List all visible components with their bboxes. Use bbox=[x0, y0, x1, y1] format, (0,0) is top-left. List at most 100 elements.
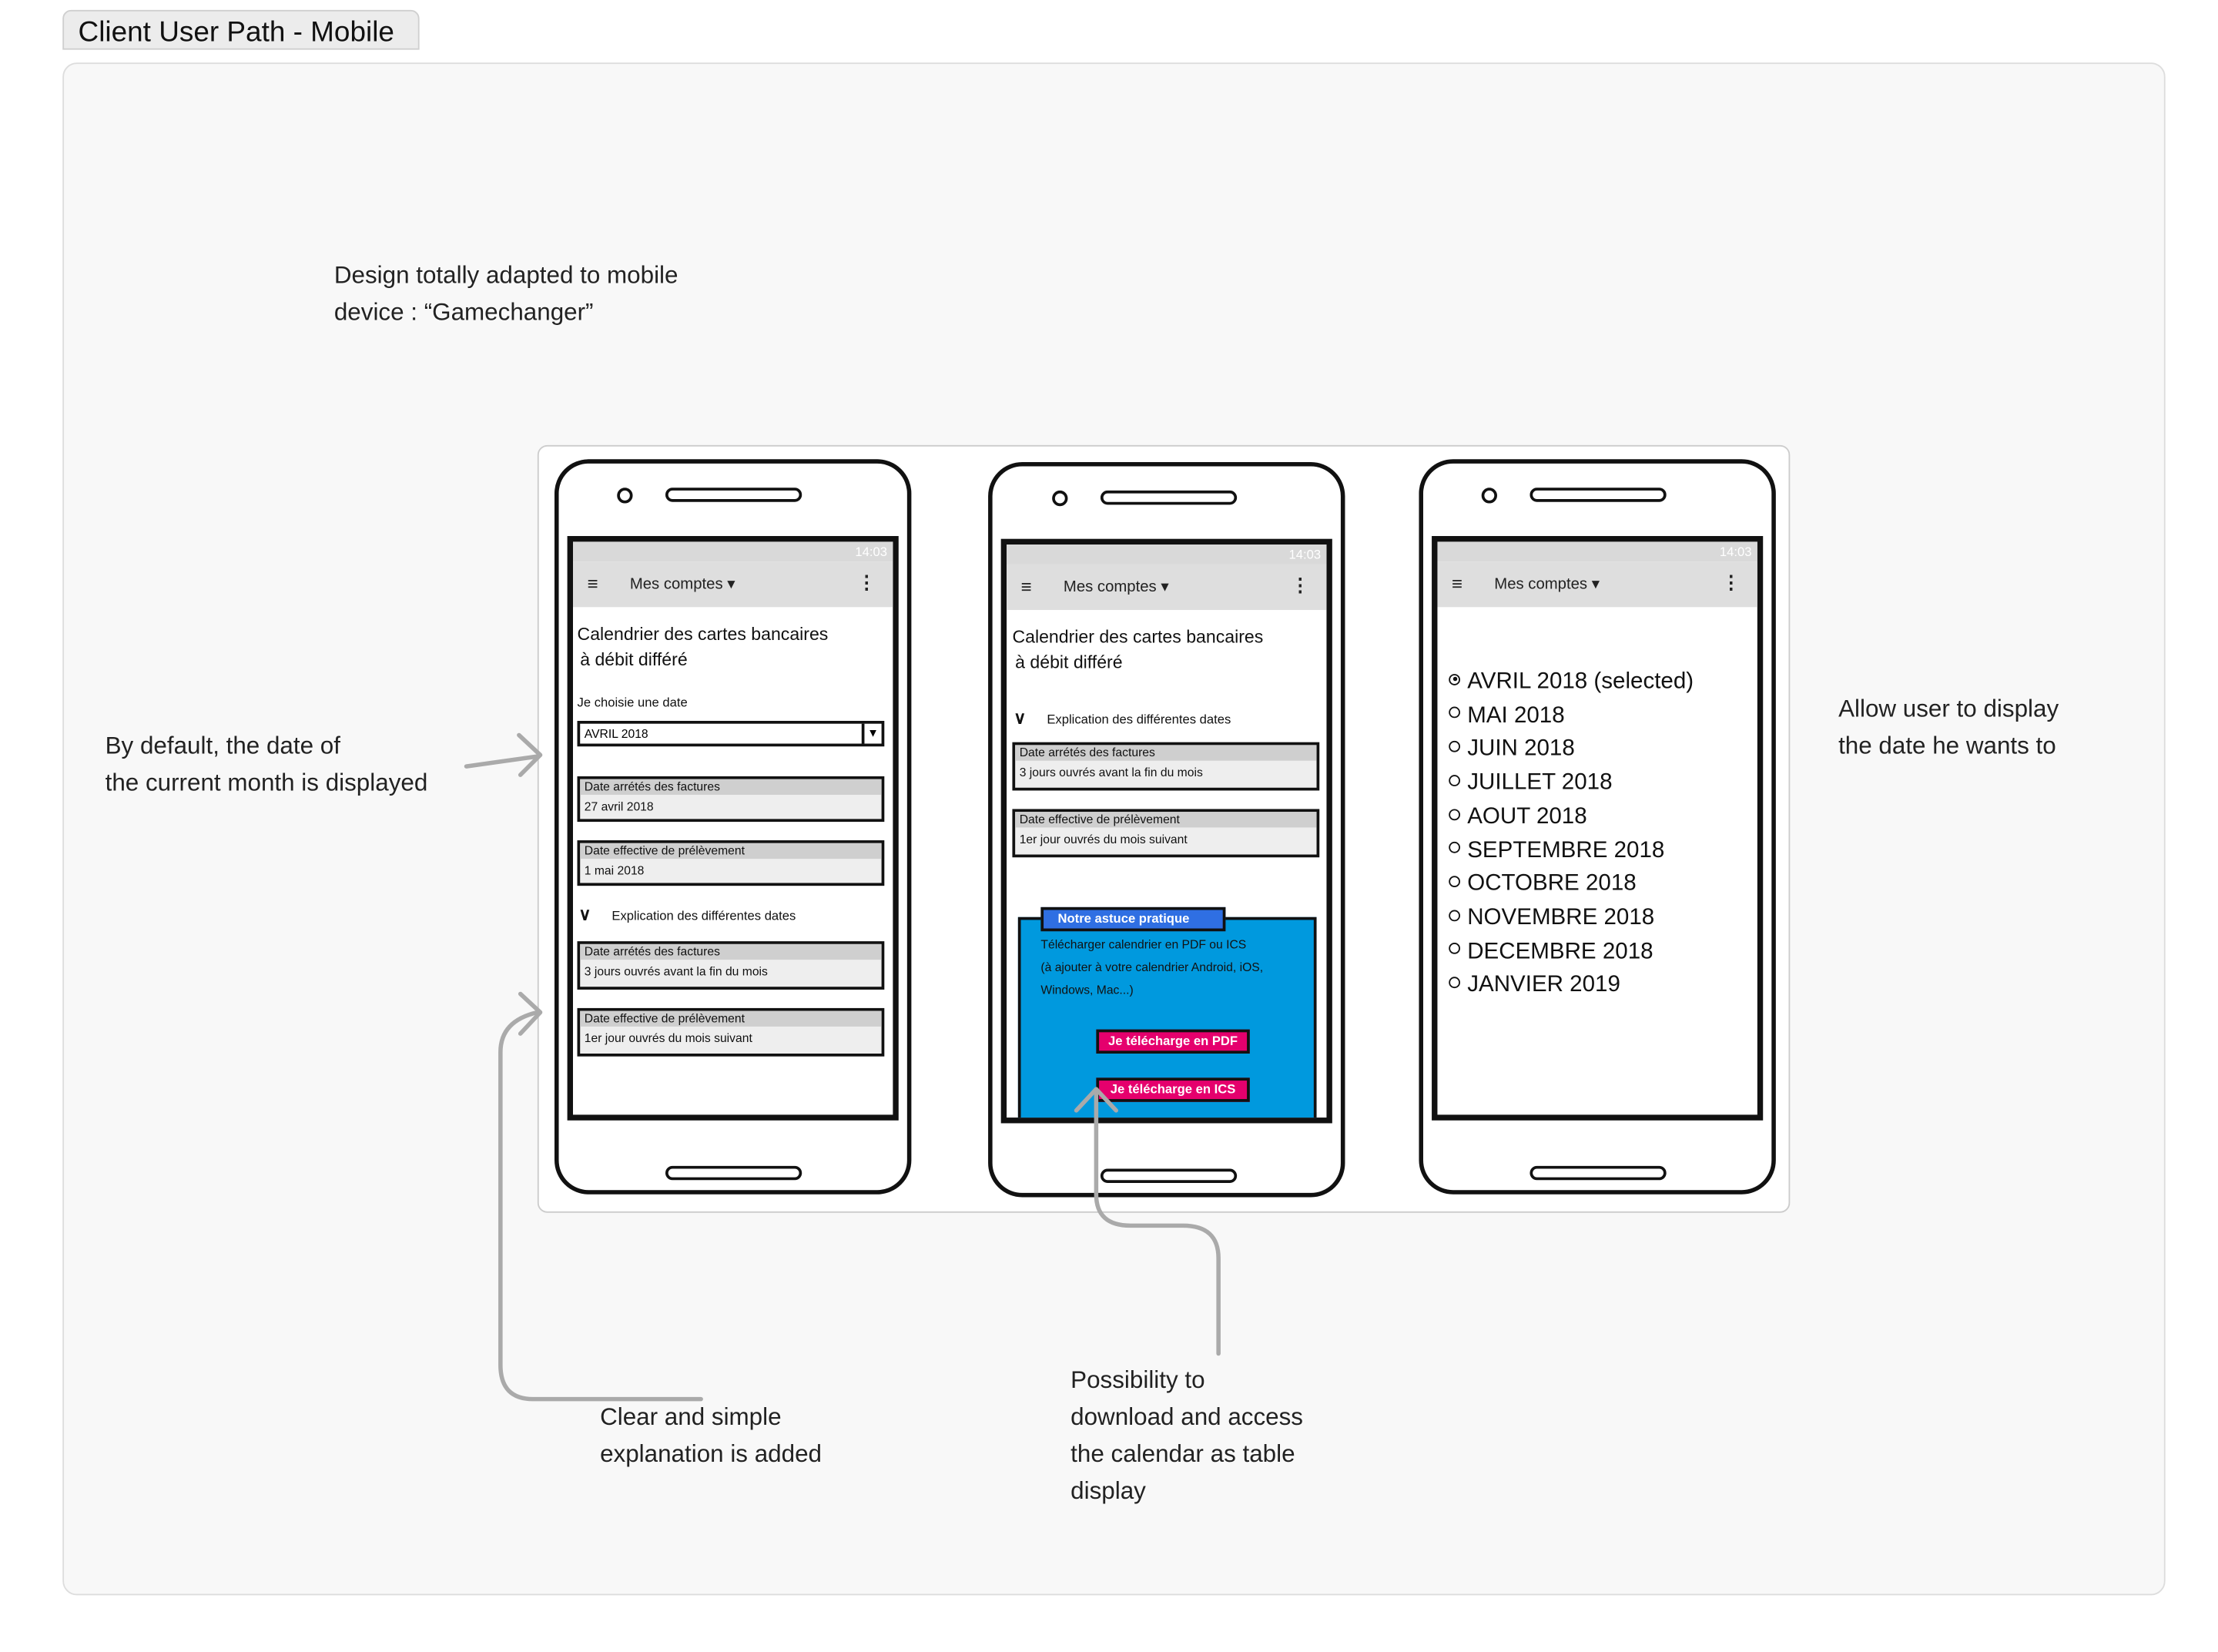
field-heading: Date effective de prélèvement bbox=[580, 1010, 882, 1027]
accounts-dropdown[interactable]: Mes comptes ▾ bbox=[1494, 575, 1600, 593]
accounts-dropdown[interactable]: Mes comptes ▾ bbox=[1063, 578, 1169, 596]
kebab-icon[interactable]: ⋮ bbox=[1721, 571, 1741, 593]
default-date-note: By default, the date of the current mont… bbox=[106, 728, 428, 802]
radio-icon[interactable] bbox=[1449, 977, 1460, 989]
note-line: the calendar as table bbox=[1070, 1440, 1295, 1468]
note-line: explanation is added bbox=[600, 1440, 823, 1468]
explanation-label: Explication des différentes dates bbox=[611, 908, 796, 923]
note-line: Allow user to display bbox=[1838, 695, 2059, 722]
date-select[interactable]: AVRIL 2018 ▼ bbox=[577, 720, 885, 747]
radio-icon[interactable] bbox=[1449, 909, 1460, 921]
explanation-invoice-field: Date arrétés des factures 3 jours ouvrés… bbox=[1012, 742, 1320, 791]
radio-icon[interactable] bbox=[1449, 707, 1460, 719]
explanation-label: Explication des différentes dates bbox=[1047, 712, 1231, 727]
month-label: DECEMBRE 2018 bbox=[1467, 939, 1653, 963]
month-label: JUIN 2018 bbox=[1467, 737, 1575, 762]
home-button-icon bbox=[665, 1165, 802, 1181]
camera-icon bbox=[1481, 488, 1497, 504]
arrow-head bbox=[517, 732, 543, 777]
month-option[interactable]: MAI 2018 bbox=[1449, 699, 1694, 733]
radio-icon[interactable] bbox=[1449, 741, 1460, 752]
radio-icon[interactable] bbox=[1449, 943, 1460, 955]
month-option[interactable]: NOVEMBRE 2018 bbox=[1449, 901, 1694, 935]
month-option[interactable]: JUILLET 2018 bbox=[1449, 766, 1694, 800]
tip-title: Notre astuce pratique bbox=[1040, 906, 1226, 932]
explanation-toggle[interactable]: ∨ Explication des différentes dates bbox=[1014, 708, 1231, 728]
field-value: 1 mai 2018 bbox=[584, 863, 645, 878]
hamburger-icon[interactable]: ≡ bbox=[587, 572, 598, 595]
kebab-icon[interactable]: ⋮ bbox=[857, 571, 876, 593]
month-option[interactable]: AOUT 2018 bbox=[1449, 800, 1694, 834]
month-label: SEPTEMBRE 2018 bbox=[1467, 838, 1665, 863]
arrow-head bbox=[518, 991, 543, 1036]
note-line: display bbox=[1070, 1477, 1146, 1505]
explanation-note: Clear and simple explanation is added bbox=[600, 1399, 822, 1473]
field-heading: Date arrétés des factures bbox=[580, 779, 882, 795]
explanation-debit-field: Date effective de prélèvement 1er jour o… bbox=[1012, 809, 1320, 858]
status-time: 14:03 bbox=[855, 545, 887, 559]
invoice-date-field: Date arrétés des factures 27 avril 2018 bbox=[577, 776, 885, 823]
title-line: Calendrier des cartes bancaires bbox=[1012, 627, 1264, 647]
title-line: Calendrier des cartes bancaires bbox=[577, 624, 829, 645]
tip-line: (à ajouter à votre calendrier Android, i… bbox=[1040, 960, 1264, 974]
month-option[interactable]: OCTOBRE 2018 bbox=[1449, 868, 1694, 902]
arrow-default-date bbox=[464, 754, 540, 769]
speaker-icon bbox=[665, 488, 802, 502]
chevron-down-icon: ∨ bbox=[578, 904, 591, 924]
month-option[interactable]: SEPTEMBRE 2018 bbox=[1449, 834, 1694, 868]
camera-icon bbox=[617, 488, 633, 504]
phone3-screen: 14:03 ≡ Mes comptes ▾ ⋮ AVRIL 2018 (sele… bbox=[1432, 535, 1764, 1121]
field-heading: Date effective de prélèvement bbox=[1015, 812, 1317, 828]
home-button-icon bbox=[1100, 1168, 1238, 1183]
arrow-head bbox=[1074, 1087, 1118, 1113]
title-line: à débit différé bbox=[580, 649, 688, 670]
month-label: OCTOBRE 2018 bbox=[1467, 872, 1637, 896]
radio-icon[interactable] bbox=[1449, 774, 1460, 786]
tip-line: Windows, Mac...) bbox=[1040, 982, 1134, 997]
radio-icon[interactable] bbox=[1449, 808, 1460, 820]
radio-icon[interactable] bbox=[1449, 842, 1460, 854]
speaker-icon bbox=[1100, 490, 1238, 505]
field-value: 3 jours ouvrés avant la fin du mois bbox=[584, 963, 768, 979]
hamburger-icon[interactable]: ≡ bbox=[1451, 572, 1462, 595]
status-bar: 14:03 bbox=[1007, 545, 1327, 565]
tip-line: Télécharger calendrier en PDF ou ICS bbox=[1040, 937, 1247, 952]
field-value: 1er jour ouvrés du mois suivant bbox=[584, 1030, 752, 1045]
app-bar: ≡ Mes comptes ▾ ⋮ bbox=[1007, 564, 1327, 610]
home-button-icon bbox=[1529, 1165, 1667, 1181]
explanation-debit-field: Date effective de prélèvement 1er jour o… bbox=[577, 1007, 885, 1057]
month-option[interactable]: AVRIL 2018 (selected) bbox=[1449, 665, 1694, 699]
title-line: à débit différé bbox=[1015, 652, 1123, 673]
accounts-dropdown[interactable]: Mes comptes ▾ bbox=[629, 575, 735, 593]
status-time: 14:03 bbox=[1719, 545, 1752, 559]
status-time: 14:03 bbox=[1288, 547, 1322, 562]
kebab-icon[interactable]: ⋮ bbox=[1291, 574, 1310, 596]
field-heading: Date effective de prélèvement bbox=[580, 843, 882, 860]
explanation-toggle[interactable]: ∨ Explication des différentes dates bbox=[578, 904, 796, 924]
field-value: 27 avril 2018 bbox=[584, 799, 654, 813]
hamburger-icon[interactable]: ≡ bbox=[1020, 575, 1032, 598]
note-line: the date he wants to bbox=[1838, 732, 2056, 759]
field-value: 1er jour ouvrés du mois suivant bbox=[1019, 831, 1188, 846]
field-value: 3 jours ouvrés avant la fin du mois bbox=[1019, 765, 1203, 779]
app-bar: ≡ Mes comptes ▾ ⋮ bbox=[572, 561, 893, 608]
month-option[interactable]: DECEMBRE 2018 bbox=[1449, 935, 1694, 969]
allow-user-note: Allow user to display the date he wants … bbox=[1838, 691, 2059, 765]
radio-icon[interactable] bbox=[1449, 876, 1460, 887]
note-line: device : “Gamechanger” bbox=[333, 298, 594, 326]
frame-title-tab[interactable]: Client User Path - Mobile bbox=[62, 9, 420, 50]
app-bar: ≡ Mes comptes ▾ ⋮ bbox=[1437, 561, 1757, 608]
chevron-down-icon: ∨ bbox=[1014, 708, 1027, 729]
download-pdf-button[interactable]: Je télécharge en PDF bbox=[1096, 1029, 1250, 1054]
note-line: download and access bbox=[1070, 1403, 1304, 1431]
note-line: Possibility to bbox=[1070, 1366, 1205, 1394]
arrow-explanation bbox=[498, 1010, 703, 1402]
arrow-download bbox=[1094, 1090, 1221, 1356]
chevron-down-icon: ▼ bbox=[861, 723, 882, 744]
radio-icon[interactable] bbox=[1449, 673, 1460, 685]
camera-icon bbox=[1052, 490, 1068, 507]
month-option[interactable]: JUIN 2018 bbox=[1449, 733, 1694, 767]
month-option[interactable]: JANVIER 2019 bbox=[1449, 969, 1694, 1003]
download-note: Possibility to download and access the c… bbox=[1070, 1362, 1303, 1510]
